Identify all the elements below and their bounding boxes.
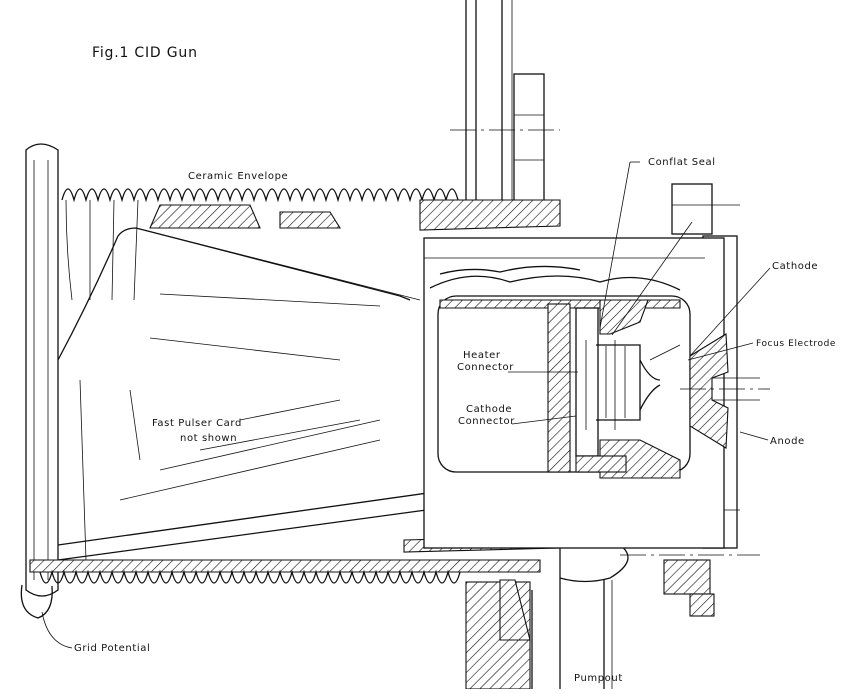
anode bbox=[680, 333, 770, 449]
label-anode: Anode bbox=[770, 436, 805, 447]
figure-title: Fig.1 CID Gun bbox=[92, 45, 198, 61]
top-feedthrough bbox=[450, 0, 560, 225]
cathode-assembly bbox=[437, 295, 691, 479]
grid-ring bbox=[20, 143, 59, 619]
label-grid-potential: Grid Potential bbox=[74, 643, 150, 654]
ceramic-envelope-top bbox=[61, 188, 561, 301]
pumpout-flange bbox=[465, 537, 760, 690]
label-cathode-connector-2: Connector bbox=[458, 416, 515, 427]
label-conflat-seal: Conflat Seal bbox=[648, 157, 716, 168]
label-heater-connector-2: Connector bbox=[457, 362, 514, 373]
label-heater-connector-1: Heater bbox=[463, 350, 501, 361]
label-cathode-connector-1: Cathode bbox=[466, 404, 512, 415]
label-ceramic-envelope: Ceramic Envelope bbox=[188, 171, 288, 182]
label-pumpout: Pumpout bbox=[574, 673, 623, 684]
labels: Ceramic Envelope Conflat Seal Cathode Fo… bbox=[74, 157, 836, 684]
label-focus-electrode: Focus Electrode bbox=[756, 339, 836, 349]
label-fast-pulser-1: Fast Pulser Card bbox=[152, 418, 242, 429]
leader-lines bbox=[41, 161, 771, 649]
label-cathode: Cathode bbox=[772, 261, 818, 272]
label-fast-pulser-2: not shown bbox=[180, 433, 237, 444]
